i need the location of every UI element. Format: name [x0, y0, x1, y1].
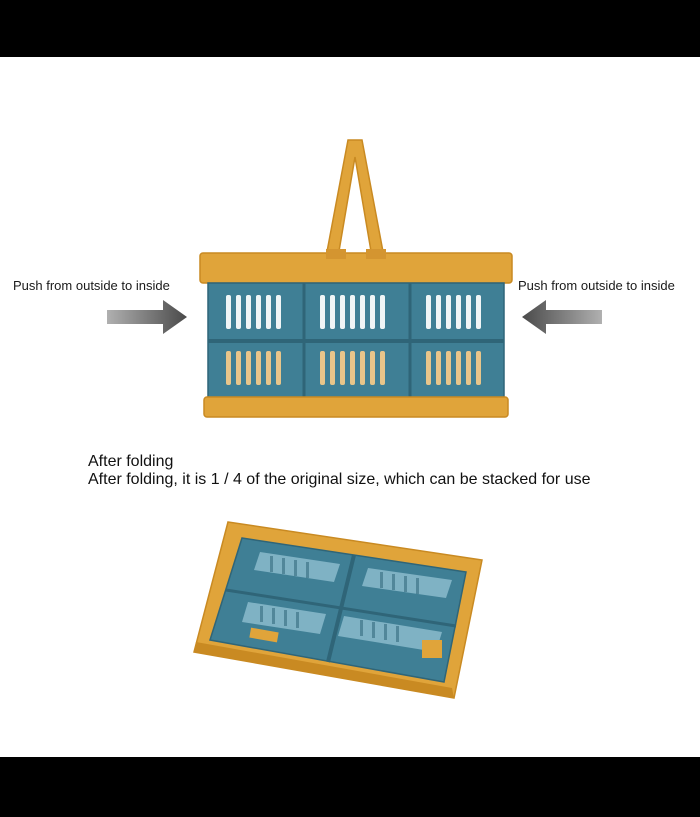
caption-detail: After folding, it is 1 / 4 of the origin…	[88, 471, 591, 488]
basket-unfolded-image	[199, 139, 513, 418]
push-label-right: Push from outside to inside	[518, 278, 675, 293]
arrow-right-icon	[107, 300, 187, 334]
arrow-left-icon	[522, 300, 602, 334]
push-label-left: Push from outside to inside	[13, 278, 170, 293]
top-letterbox-bar	[0, 0, 700, 57]
caption-title: After folding	[88, 453, 174, 470]
basket-folded-image	[193, 521, 483, 699]
bottom-letterbox-bar	[0, 757, 700, 817]
product-image: Push from outside to inside Push from ou…	[0, 57, 700, 757]
